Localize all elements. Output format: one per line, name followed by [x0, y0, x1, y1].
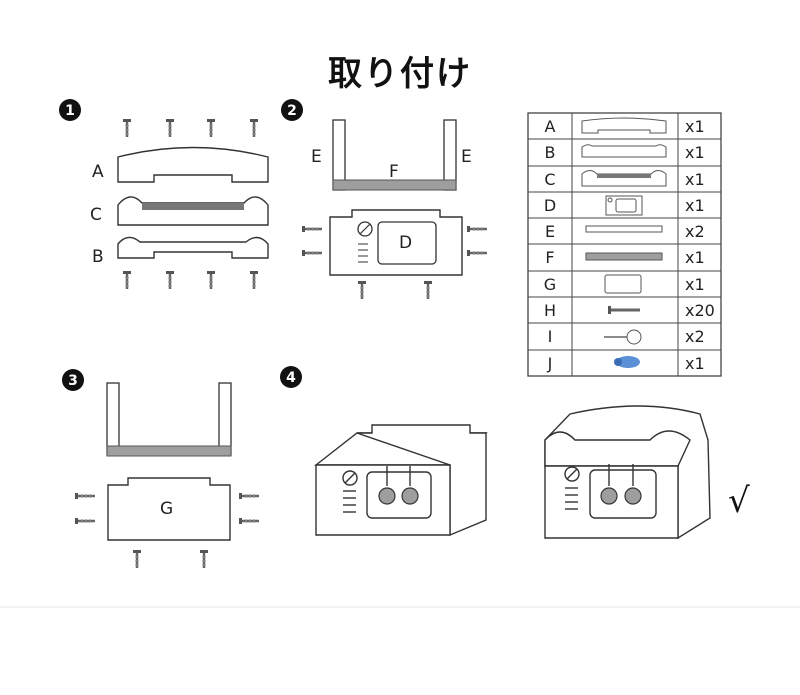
table-letter: G	[544, 275, 556, 294]
step-2-badge: 2	[281, 99, 303, 121]
parts-table: A B C D E F G H I J x1 x1 x1 x1 x2 x1 x1…	[527, 112, 722, 377]
thumb-panel-g	[604, 274, 642, 294]
thumb-panel-e	[585, 225, 663, 233]
panel-f	[332, 179, 457, 191]
step-1-badge: 1	[59, 99, 81, 121]
table-letter: C	[544, 170, 555, 189]
table-qty: x1	[685, 275, 705, 294]
thumb-panel-d	[605, 195, 643, 216]
panel-g	[107, 477, 231, 541]
panel-f-step3	[106, 445, 232, 457]
table-letter: H	[544, 301, 556, 320]
table-qty: x1	[685, 143, 705, 162]
table-qty: x2	[685, 327, 705, 346]
table-letter: E	[545, 222, 555, 241]
step-1-bottom-screws	[121, 269, 260, 291]
step-1-label-a: A	[92, 162, 104, 182]
table-qty: x1	[685, 196, 705, 215]
thumb-panel-b	[581, 144, 667, 158]
assembled-box-open	[313, 424, 488, 537]
panel-a	[117, 146, 269, 183]
step-2-number: 2	[287, 103, 297, 119]
thumb-pin-i	[604, 329, 642, 345]
step-2-label-f: F	[389, 162, 399, 182]
table-qty: x2	[685, 222, 705, 241]
panel-c	[117, 196, 269, 226]
panel-d	[329, 209, 463, 276]
table-letter: I	[548, 327, 553, 346]
step-3-badge: 3	[62, 369, 84, 391]
step-2-label-e-right: E	[461, 147, 472, 167]
table-letter: B	[545, 143, 556, 162]
table-letter: D	[544, 196, 556, 215]
panel-e-right-step3	[218, 382, 232, 456]
knob-left	[378, 487, 396, 505]
step-1-label-c: C	[90, 205, 102, 225]
step-2-label-e-left: E	[311, 147, 322, 167]
page-title: 取り付け	[328, 54, 472, 94]
step-1-number: 1	[65, 103, 75, 119]
thumb-panel-a	[581, 117, 667, 134]
knob-right-complete	[624, 487, 642, 505]
step-2-bottom-screws	[356, 279, 434, 301]
assembled-box-complete	[544, 405, 711, 540]
check-mark: √	[728, 481, 750, 521]
step-4-badge: 4	[280, 366, 302, 388]
knob-right	[401, 487, 419, 505]
step-3-bottom-screws	[131, 548, 210, 570]
step-3-number: 3	[68, 373, 78, 389]
thumb-panel-f	[585, 252, 663, 261]
table-qty: x20	[685, 301, 715, 320]
table-qty: x1	[685, 354, 705, 373]
table-letter: J	[547, 354, 553, 373]
thumb-tool-j	[614, 356, 640, 368]
panel-b	[117, 236, 269, 259]
knob-left-complete	[600, 487, 618, 505]
step-4-number: 4	[286, 370, 296, 386]
table-letter: A	[545, 117, 556, 136]
table-qty: x1	[685, 248, 705, 267]
step-3-label-g: G	[160, 499, 173, 519]
step-2-label-d: D	[399, 233, 412, 253]
panel-e-left-step3	[106, 382, 120, 456]
table-qty: x1	[685, 170, 705, 189]
step-1-label-b: B	[92, 247, 104, 267]
step-1-top-screws	[121, 117, 260, 139]
table-letter: F	[545, 248, 554, 267]
table-qty: x1	[685, 117, 705, 136]
thumb-screw-h	[608, 306, 640, 314]
